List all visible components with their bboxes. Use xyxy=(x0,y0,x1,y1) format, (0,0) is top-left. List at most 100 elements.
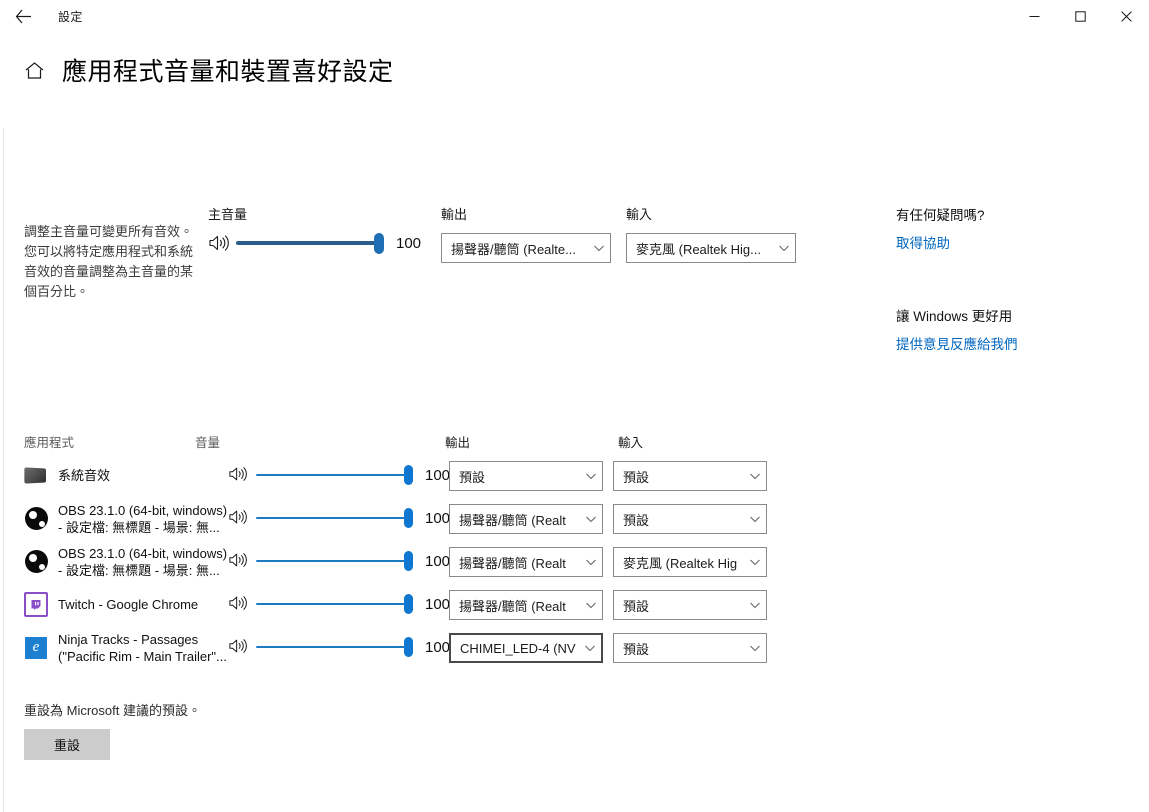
header-volume: 音量 xyxy=(195,436,221,450)
give-feedback-link[interactable]: 提供意見反應給我們 xyxy=(896,337,1018,352)
app-output-select[interactable]: 揚聲器/聽筒 (Realt xyxy=(449,590,603,620)
app-identity: OBS 23.1.0 (64-bit, windows) - 設定檔: 無標題 … xyxy=(24,497,234,540)
app-input-value: 麥克風 (Realtek Hig xyxy=(623,555,738,571)
app-volume-slider[interactable] xyxy=(256,594,413,614)
app-input-block: 麥克風 (Realtek Hig xyxy=(613,547,767,577)
home-icon[interactable] xyxy=(22,58,46,82)
app-output-value: 預設 xyxy=(459,469,486,485)
table-row: OBS 23.1.0 (64-bit, windows) - 設定檔: 無標題 … xyxy=(0,497,1149,540)
master-volume-row: 100 xyxy=(208,232,426,254)
maximize-button[interactable] xyxy=(1057,0,1103,32)
reset-button[interactable]: 重設 xyxy=(24,729,110,760)
app-volume-slider[interactable] xyxy=(256,551,413,571)
page-title: 應用程式音量和裝置喜好設定 xyxy=(62,58,394,86)
header-input: 輸入 xyxy=(618,436,644,450)
chevron-down-icon xyxy=(748,469,762,483)
app-volume-value: 100 xyxy=(425,552,451,570)
slider-track xyxy=(256,560,411,562)
app-volume-row: 100 xyxy=(228,551,455,571)
obs-icon xyxy=(24,507,48,531)
chevron-down-icon xyxy=(748,512,762,526)
app-name: Twitch - Google Chrome xyxy=(58,597,199,612)
page-header: 應用程式音量和裝置喜好設定 xyxy=(0,48,1149,92)
master-output-select[interactable]: 揚聲器/聽筒 (Realte... xyxy=(441,233,611,263)
app-output-value: 揚聲器/聽筒 (Realt xyxy=(459,598,566,614)
slider-thumb[interactable] xyxy=(404,594,413,614)
slider-track xyxy=(256,603,411,605)
app-identity: 系統音效 xyxy=(24,454,234,497)
system-sounds-icon xyxy=(24,464,48,488)
app-table-header: 應用程式 音量 輸出 輸入 xyxy=(0,432,1149,454)
slider-thumb[interactable] xyxy=(374,232,384,254)
app-output-value: 揚聲器/聽筒 (Realt xyxy=(459,512,566,528)
slider-thumb[interactable] xyxy=(404,551,413,571)
back-arrow-icon xyxy=(15,9,31,23)
app-input-select[interactable]: 預設 xyxy=(613,504,767,534)
close-button[interactable] xyxy=(1103,0,1149,32)
chevron-down-icon xyxy=(748,598,762,612)
back-button[interactable] xyxy=(0,0,46,32)
app-output-select[interactable]: 預設 xyxy=(449,461,603,491)
app-input-block: 預設 xyxy=(613,461,767,491)
minimize-button[interactable] xyxy=(1011,0,1057,32)
app-volume-table: 應用程式 音量 輸出 輸入 系統音效 100 xyxy=(0,432,1149,669)
app-output-value: 揚聲器/聽筒 (Realt xyxy=(459,555,566,571)
slider-thumb[interactable] xyxy=(404,637,413,657)
content-scroll-rail[interactable] xyxy=(3,128,4,812)
slider-thumb[interactable] xyxy=(404,465,413,485)
slider-thumb[interactable] xyxy=(404,508,413,528)
app-input-select[interactable]: 麥克風 (Realtek Hig xyxy=(613,547,767,577)
master-input-label: 輸入 xyxy=(626,207,653,222)
app-identity: e Ninja Tracks - Passages ("Pacific Rim … xyxy=(24,626,234,669)
home-glyph-icon xyxy=(25,61,43,79)
speaker-icon xyxy=(228,594,250,614)
app-input-value: 預設 xyxy=(623,641,650,657)
app-volume-slider[interactable] xyxy=(256,508,413,528)
app-name: Ninja Tracks - Passages ("Pacific Rim - … xyxy=(58,631,227,664)
twitch-glyph-icon xyxy=(31,599,41,610)
app-output-select[interactable]: 揚聲器/聽筒 (Realt xyxy=(449,547,603,577)
chevron-down-icon xyxy=(584,512,598,526)
chevron-down-icon xyxy=(592,241,606,255)
slider-track xyxy=(256,474,411,476)
feedback-group: 讓 Windows 更好用 提供意見反應給我們 xyxy=(896,305,1126,354)
speaker-icon xyxy=(228,637,250,657)
master-input-select[interactable]: 麥克風 (Realtek Hig... xyxy=(626,233,796,263)
slider-track xyxy=(256,646,411,648)
app-input-select[interactable]: 預設 xyxy=(613,590,767,620)
app-volume-slider[interactable] xyxy=(256,465,413,485)
slider-track xyxy=(236,241,382,245)
speaker-icon xyxy=(228,508,250,528)
app-volume-slider[interactable] xyxy=(256,637,413,657)
header-app: 應用程式 xyxy=(24,436,75,450)
app-name: 系統音效 xyxy=(58,468,111,483)
minimize-icon xyxy=(1029,15,1039,17)
master-volume-block: 主音量 100 xyxy=(208,204,426,254)
help-question-heading: 有任何疑問嗎? xyxy=(896,208,985,223)
master-volume-slider[interactable] xyxy=(236,232,384,254)
reset-section: 重設為 Microsoft 建議的預設。 重設 xyxy=(24,700,201,760)
app-input-select[interactable]: 預設 xyxy=(613,633,767,663)
app-output-select[interactable]: 揚聲器/聽筒 (Realt xyxy=(449,504,603,534)
window-controls xyxy=(1011,0,1149,32)
title-bar: 設定 xyxy=(0,0,1149,32)
app-volume-value: 100 xyxy=(425,466,451,484)
app-name: OBS 23.1.0 (64-bit, windows) - 設定檔: 無標題 … xyxy=(58,545,228,578)
get-help-link[interactable]: 取得協助 xyxy=(896,236,950,251)
slider-track xyxy=(256,517,411,519)
speaker-glyph-icon xyxy=(209,235,229,251)
app-output-block: 揚聲器/聽筒 (Realt xyxy=(449,590,603,620)
table-row: 系統音效 100 預設 預設 xyxy=(0,454,1149,497)
chevron-down-icon xyxy=(584,598,598,612)
master-input-block: 輸入 麥克風 (Realtek Hig... xyxy=(626,204,796,263)
app-output-block: 預設 xyxy=(449,461,603,491)
speaker-icon xyxy=(228,465,250,485)
speaker-icon xyxy=(228,551,250,571)
master-output-value: 揚聲器/聽筒 (Realte... xyxy=(451,241,576,257)
window-title: 設定 xyxy=(58,9,83,24)
app-input-select[interactable]: 預設 xyxy=(613,461,767,491)
app-volume-value: 100 xyxy=(425,595,451,613)
app-output-block: 揚聲器/聽筒 (Realt xyxy=(449,547,603,577)
app-output-select[interactable]: CHIMEI_LED-4 (NV xyxy=(449,633,603,663)
chevron-down-icon xyxy=(583,641,597,655)
